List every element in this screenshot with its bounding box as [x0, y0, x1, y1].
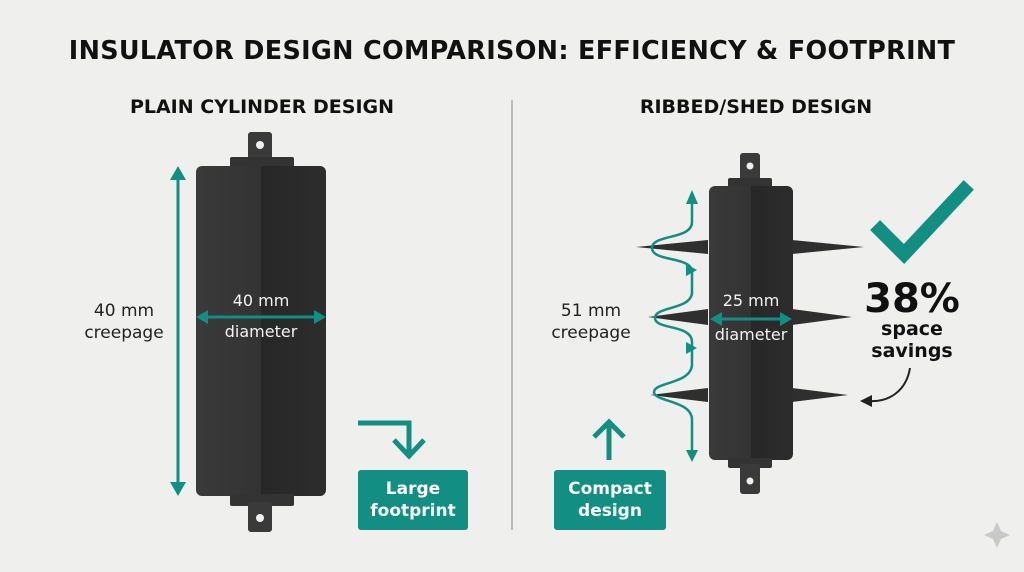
compact-design-badge: Compact design	[554, 470, 666, 530]
left-diameter-value: 40 mm	[232, 291, 290, 310]
curved-arrow-icon	[860, 367, 911, 407]
shed-1	[636, 240, 864, 254]
cylinder-body	[196, 166, 326, 496]
right-creepage-path	[650, 190, 698, 462]
savings-line-2: savings	[871, 340, 953, 362]
bent-arrow-down-icon	[358, 420, 426, 460]
bottom-flange	[230, 494, 294, 506]
top-flange	[728, 178, 772, 188]
left-creepage-value: 40 mm	[93, 301, 155, 321]
right-diameter-value: 25 mm	[722, 291, 780, 310]
right-creepage-text: creepage	[551, 323, 631, 343]
badge-line-2: design	[578, 501, 642, 521]
left-panel-heading: PLAIN CYLINDER DESIGN	[129, 96, 395, 118]
bottom-flange	[728, 458, 772, 468]
page-title: INSULATOR DESIGN COMPARISON: EFFICIENCY …	[68, 36, 956, 66]
left-creepage-label: 40 mm creepage	[64, 300, 184, 344]
left-diameter-arrow	[196, 310, 326, 324]
large-footprint-badge: Large footprint	[358, 470, 468, 530]
right-diameter-label: diameter	[714, 325, 788, 344]
ribbed-body	[709, 186, 793, 460]
right-diameter-arrow	[710, 312, 792, 326]
badge-line-1: Compact	[568, 479, 652, 499]
badge-line-2: footprint	[370, 501, 456, 521]
savings-line-1: space	[881, 318, 943, 340]
left-creepage-arrow	[170, 166, 186, 496]
checkmark-icon	[870, 180, 974, 265]
savings-label: space savings	[852, 318, 972, 362]
sparkle-icon	[984, 522, 1010, 548]
left-creepage-text: creepage	[84, 323, 164, 343]
left-diameter-label: diameter	[224, 322, 298, 341]
plain-cylinder-insulator	[196, 132, 326, 532]
right-panel-heading: RIBBED/SHED DESIGN	[639, 96, 873, 118]
ribbed-shed-insulator	[636, 153, 864, 494]
right-creepage-label: 51 mm creepage	[536, 300, 646, 344]
arrow-up-icon	[592, 418, 626, 460]
badge-line-1: Large	[385, 479, 441, 499]
savings-percent: 38%	[864, 276, 960, 322]
shed-2	[648, 309, 852, 325]
shed-3	[650, 388, 848, 402]
right-creepage-value: 51 mm	[560, 301, 622, 321]
